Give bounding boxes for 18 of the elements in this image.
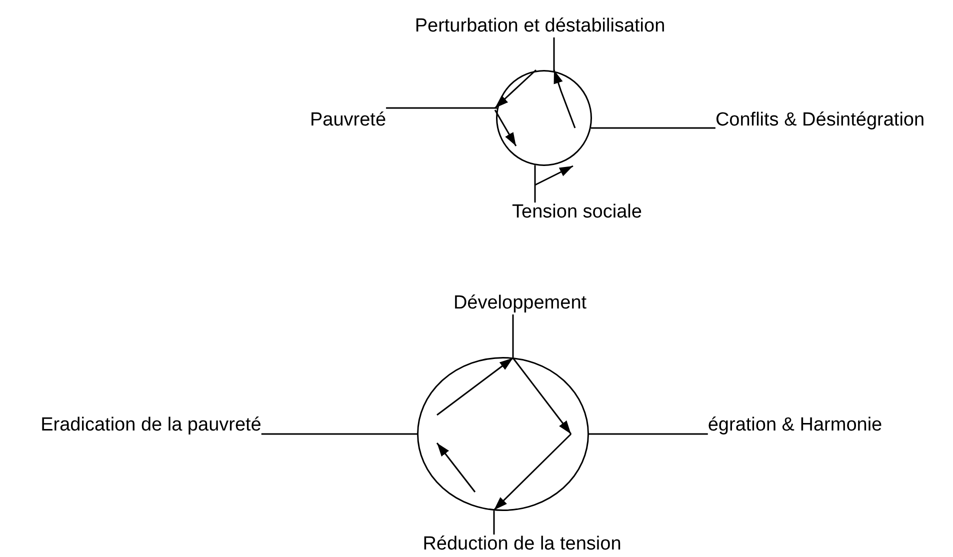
cycle-circle: [417, 357, 589, 511]
leader-line: [590, 127, 716, 129]
cycle-label: Conflits & Désintégration: [715, 110, 925, 132]
cycle-label: Pauvreté: [310, 110, 386, 132]
cycle-label: Perturbation et déstabilisation: [414, 16, 666, 38]
cycle-label: Réduction de la tension: [422, 534, 622, 556]
leader-line: [589, 433, 708, 435]
cycle-label: égration & Harmonie: [708, 416, 882, 436]
leader-line: [512, 314, 514, 358]
cycle-label: Développement: [453, 294, 587, 314]
cycle-label: Eradication de la pauvreté: [40, 416, 262, 436]
leader-line: [534, 165, 536, 203]
leader-line: [553, 37, 555, 72]
leader-line: [386, 107, 498, 109]
cycle-label: Tension sociale: [512, 202, 642, 224]
cycle-circle: [496, 70, 592, 166]
leader-line: [261, 433, 417, 435]
leader-line: [493, 510, 495, 535]
